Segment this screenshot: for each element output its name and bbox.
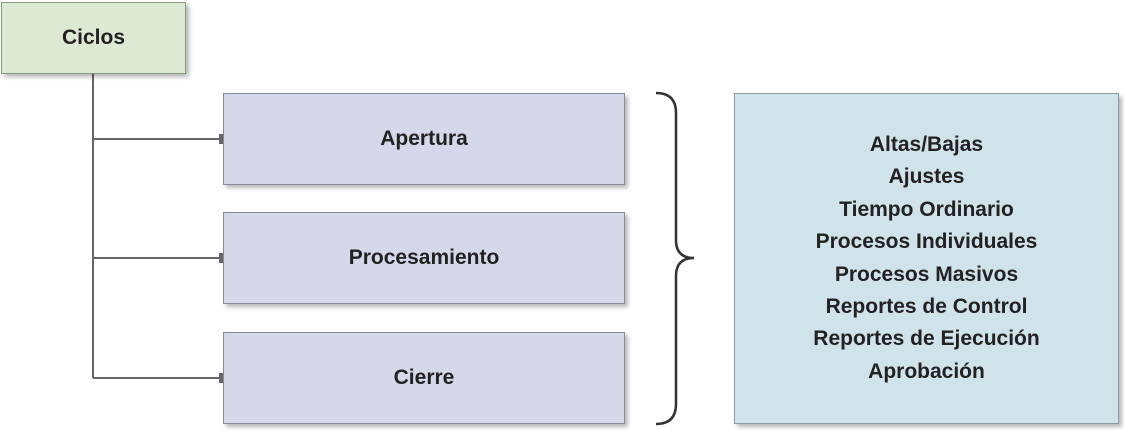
cycle-node-cierre: Cierre xyxy=(223,332,625,424)
activity-item: Reportes de Ejecución xyxy=(813,327,1040,351)
activity-item: Tiempo Ordinario xyxy=(839,197,1014,221)
cycle-node-label: Cierre xyxy=(393,366,455,389)
cycle-node-label: Procesamiento xyxy=(348,246,500,269)
activity-item: Aprobación xyxy=(868,359,985,383)
cycle-node-procesamiento: Procesamiento xyxy=(223,212,625,304)
curly-brace xyxy=(655,91,695,426)
activity-item: Ajustes xyxy=(888,165,965,189)
activity-item: Procesos Individuales xyxy=(815,230,1038,254)
activity-item: Procesos Masivos xyxy=(834,262,1019,286)
activity-item: Reportes de Control xyxy=(825,294,1028,318)
root-node-label: Ciclos xyxy=(61,26,126,49)
activities-list-box: Altas/Bajas Ajustes Tiempo Ordinario Pro… xyxy=(734,93,1119,424)
activity-item: Altas/Bajas xyxy=(869,132,984,156)
cycle-node-apertura: Apertura xyxy=(223,93,625,185)
cycle-node-label: Apertura xyxy=(380,127,468,150)
root-node-ciclos: Ciclos xyxy=(1,2,186,74)
